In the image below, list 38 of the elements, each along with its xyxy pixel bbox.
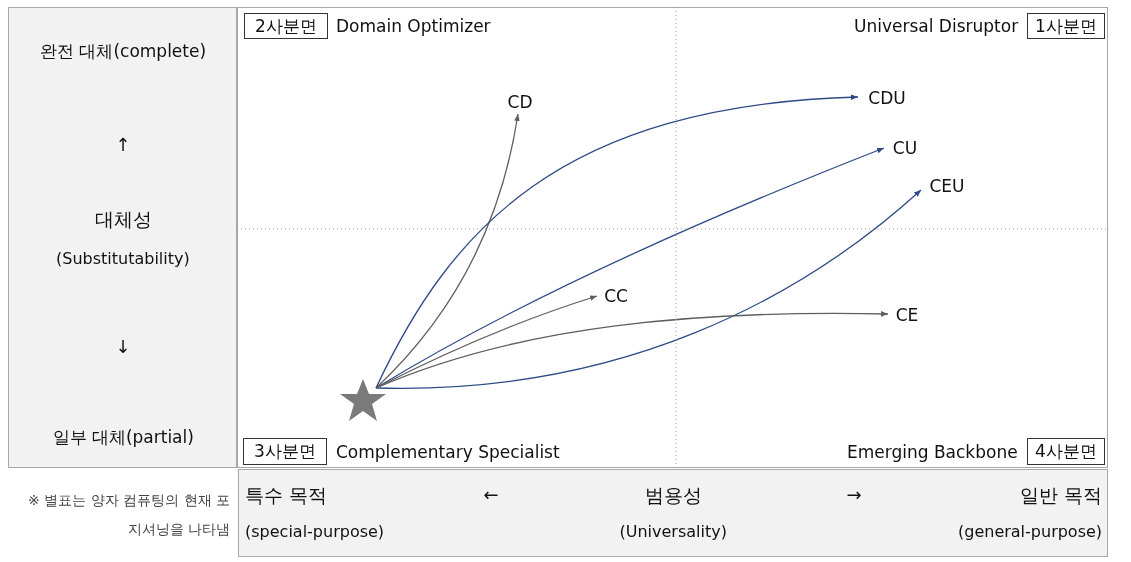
axis-end-label-english: (general-purpose)	[958, 521, 1103, 543]
quadrant-badge: 2사분면	[244, 13, 328, 39]
point-label: CD	[504, 90, 536, 114]
arrow-symbol: ↓	[115, 335, 131, 359]
quadrant-badge: 1사분면	[1027, 13, 1105, 39]
axis-title-english: (Substitutability)	[56, 248, 190, 270]
quadrant-title: Domain Optimizer	[336, 15, 491, 38]
arrow-symbol: →	[846, 483, 862, 507]
point-label: CE	[889, 303, 925, 327]
arrow-symbol: ↑	[115, 133, 131, 157]
quadrant-badge: 3사분면	[243, 438, 327, 465]
axis-end-label: 일부 대체(partial)	[52, 426, 194, 449]
arrow	[375, 94, 859, 389]
quadrant-title: Complementary Specialist	[336, 441, 560, 464]
footnote: ※ 별표는 양자 컴퓨팅의 현재 포지셔닝을 나타냄	[27, 491, 230, 539]
arrow	[375, 295, 598, 389]
plot-area	[237, 7, 1108, 468]
point-label: CC	[598, 284, 634, 308]
point-label: CEU	[922, 174, 972, 198]
arrow	[375, 113, 520, 389]
quadrant-badge: 4사분면	[1027, 438, 1105, 465]
quadrant-title: Universal Disruptor	[854, 15, 1019, 38]
axis-panel	[8, 7, 237, 468]
axis-title: 대체성	[94, 207, 152, 231]
point-label: CU	[885, 136, 925, 160]
axis-end-label: 완전 대체(complete)	[40, 40, 207, 63]
axis-end-label: 특수 목적	[245, 483, 328, 507]
arrow-symbol: ←	[483, 483, 499, 507]
axis-panel	[238, 469, 1108, 557]
arrow	[375, 189, 922, 389]
point-label: CDU	[859, 86, 915, 110]
quadrant-title: Emerging Backbone	[847, 441, 1018, 464]
axis-end-label: 일반 목적	[1020, 483, 1103, 507]
arrow	[375, 311, 889, 389]
axis-title-english: (Universality)	[619, 521, 727, 543]
star-icon	[338, 379, 388, 421]
axis-title: 범용성	[644, 483, 702, 507]
axis-end-label-english: (special-purpose)	[245, 521, 385, 543]
